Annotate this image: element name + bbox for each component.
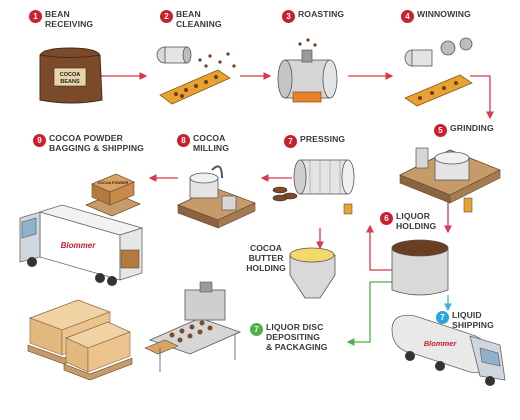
step-6-liquor-holding: 6 LIQUOR HOLDING <box>380 211 436 231</box>
step-9-label: COCOA POWDER BAGGING & SHIPPING <box>49 133 144 153</box>
step-5-number: 5 <box>434 124 447 137</box>
liquor-disc-number: 7 <box>250 323 263 336</box>
bag-text-1: COCOA <box>60 72 81 78</box>
liquor-disc-depositing-machine-icon <box>144 281 242 372</box>
step-9-cocoa-powder-bagging: 9 COCOA POWDER BAGGING & SHIPPING <box>33 133 144 153</box>
step-8-number: 8 <box>177 134 190 147</box>
step-7-label: PRESSING <box>300 134 346 144</box>
step-4-label: WINNOWING <box>417 9 471 19</box>
step-5-label: GRINDING <box>450 123 494 133</box>
delivery-truck-icon: Blommer <box>19 204 144 286</box>
step-liquor-disc-depositing: 7 LIQUOR DISC DEPOSITING & PACKAGING <box>250 322 328 352</box>
step-4-number: 4 <box>401 10 414 23</box>
liquor-disc-label: LIQUOR DISC DEPOSITING & PACKAGING <box>266 322 328 352</box>
cocoa-butter-tank-icon <box>289 247 336 299</box>
bean-cleaning-machine-icon <box>156 46 236 105</box>
step-2-label: BEAN CLEANING <box>176 9 222 29</box>
bag-text-2: BEANS <box>60 79 80 85</box>
step-7-number: 7 <box>284 135 297 148</box>
step-8-cocoa-milling: 8 COCOA MILLING <box>177 133 229 153</box>
tanker-truck-icon: Blommer <box>391 314 506 386</box>
cocoa-bean-bag-icon: COCOA BEANS <box>39 47 103 104</box>
liquor-holding-tank-icon <box>391 239 449 296</box>
step-4-winnowing: 4 WINNOWING <box>401 9 471 23</box>
step-liquid-shipping: 7 LIQUID SHIPPING <box>436 310 494 330</box>
step-1-bean-receiving: 1 BEAN RECEIVING <box>29 9 93 29</box>
flow-arrows <box>100 72 494 346</box>
arrow-6-7 <box>366 224 392 271</box>
cocoa-powder-pallet-icon: COCOA POWDER <box>85 173 141 217</box>
step-2-number: 2 <box>160 10 173 23</box>
step-6-number: 6 <box>380 212 393 225</box>
winnowing-machine-icon <box>404 37 473 107</box>
liquid-shipping-label: LIQUID SHIPPING <box>452 310 494 330</box>
grinder-machine-icon <box>399 147 501 213</box>
step-7-pressing: 7 PRESSING <box>284 134 345 148</box>
box-text: COCOA POWDER <box>98 181 129 185</box>
pressing-machine-icon <box>272 159 355 215</box>
step-1-number: 1 <box>29 10 42 23</box>
arrow-4-5 <box>470 75 494 120</box>
arrow-liquor-disc <box>346 281 392 346</box>
cocoa-milling-machine-icon <box>176 165 257 229</box>
step-3-number: 3 <box>282 10 295 23</box>
step-1-label: BEAN RECEIVING <box>45 9 94 29</box>
cocoa-butter-holding-label: COCOA BUTTER HOLDING <box>246 243 286 273</box>
step-6-label: LIQUOR HOLDING <box>396 211 437 231</box>
tanker-brand: Blommer <box>424 339 458 348</box>
step-3-label: ROASTING <box>298 9 345 19</box>
step-5-grinding: 5 GRINDING <box>434 123 494 137</box>
roaster-drum-icon <box>277 38 338 103</box>
step-2-bean-cleaning: 2 BEAN CLEANING <box>160 9 222 29</box>
step-3-roasting: 3 ROASTING <box>282 9 344 23</box>
step-9-number: 9 <box>33 134 46 147</box>
liquid-shipping-number: 7 <box>436 311 449 324</box>
packaged-boxes-pallet-icon <box>27 299 133 381</box>
step-8-label: COCOA MILLING <box>193 133 230 153</box>
truck-brand: Blommer <box>61 241 97 250</box>
